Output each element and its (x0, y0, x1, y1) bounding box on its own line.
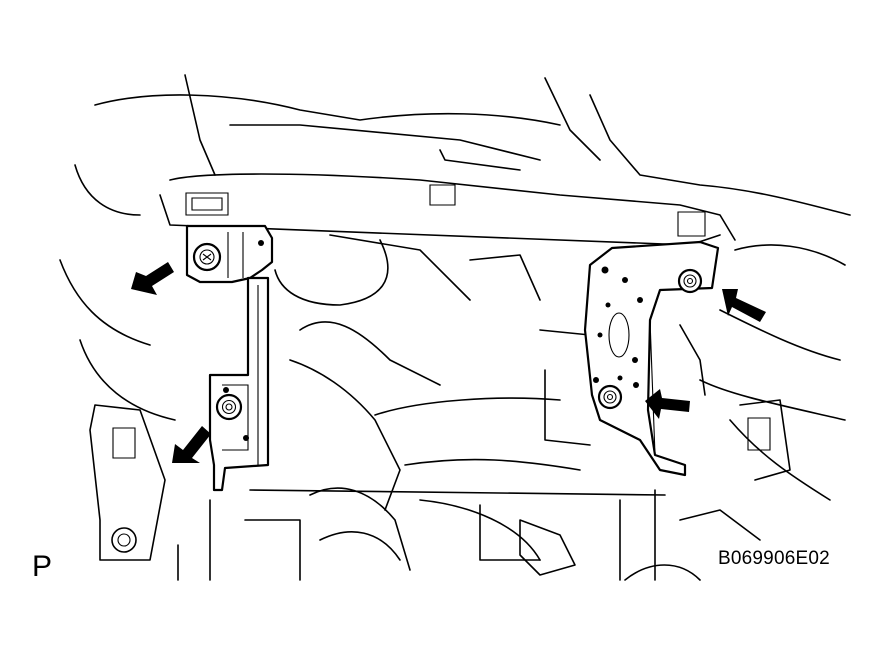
left-vertical-bracket (208, 276, 270, 492)
arrow-icon (172, 426, 211, 463)
bolt-icon (677, 268, 703, 294)
view-marker-label: P (32, 550, 53, 583)
lower-frame (177, 489, 761, 581)
arrow-icon (722, 289, 766, 322)
left-side-panel (89, 404, 166, 561)
right-side-panel (739, 399, 791, 481)
figure-code-label: B069906E02 (718, 548, 830, 569)
dashboard-outline (59, 74, 851, 501)
bolt-icon (215, 393, 243, 421)
arrow-icon (131, 262, 174, 295)
bolt-icon (192, 242, 222, 272)
wire-harness (274, 234, 601, 576)
right-bracket (583, 240, 720, 477)
bolt-icon (597, 384, 623, 410)
arrow-icon (645, 389, 690, 419)
